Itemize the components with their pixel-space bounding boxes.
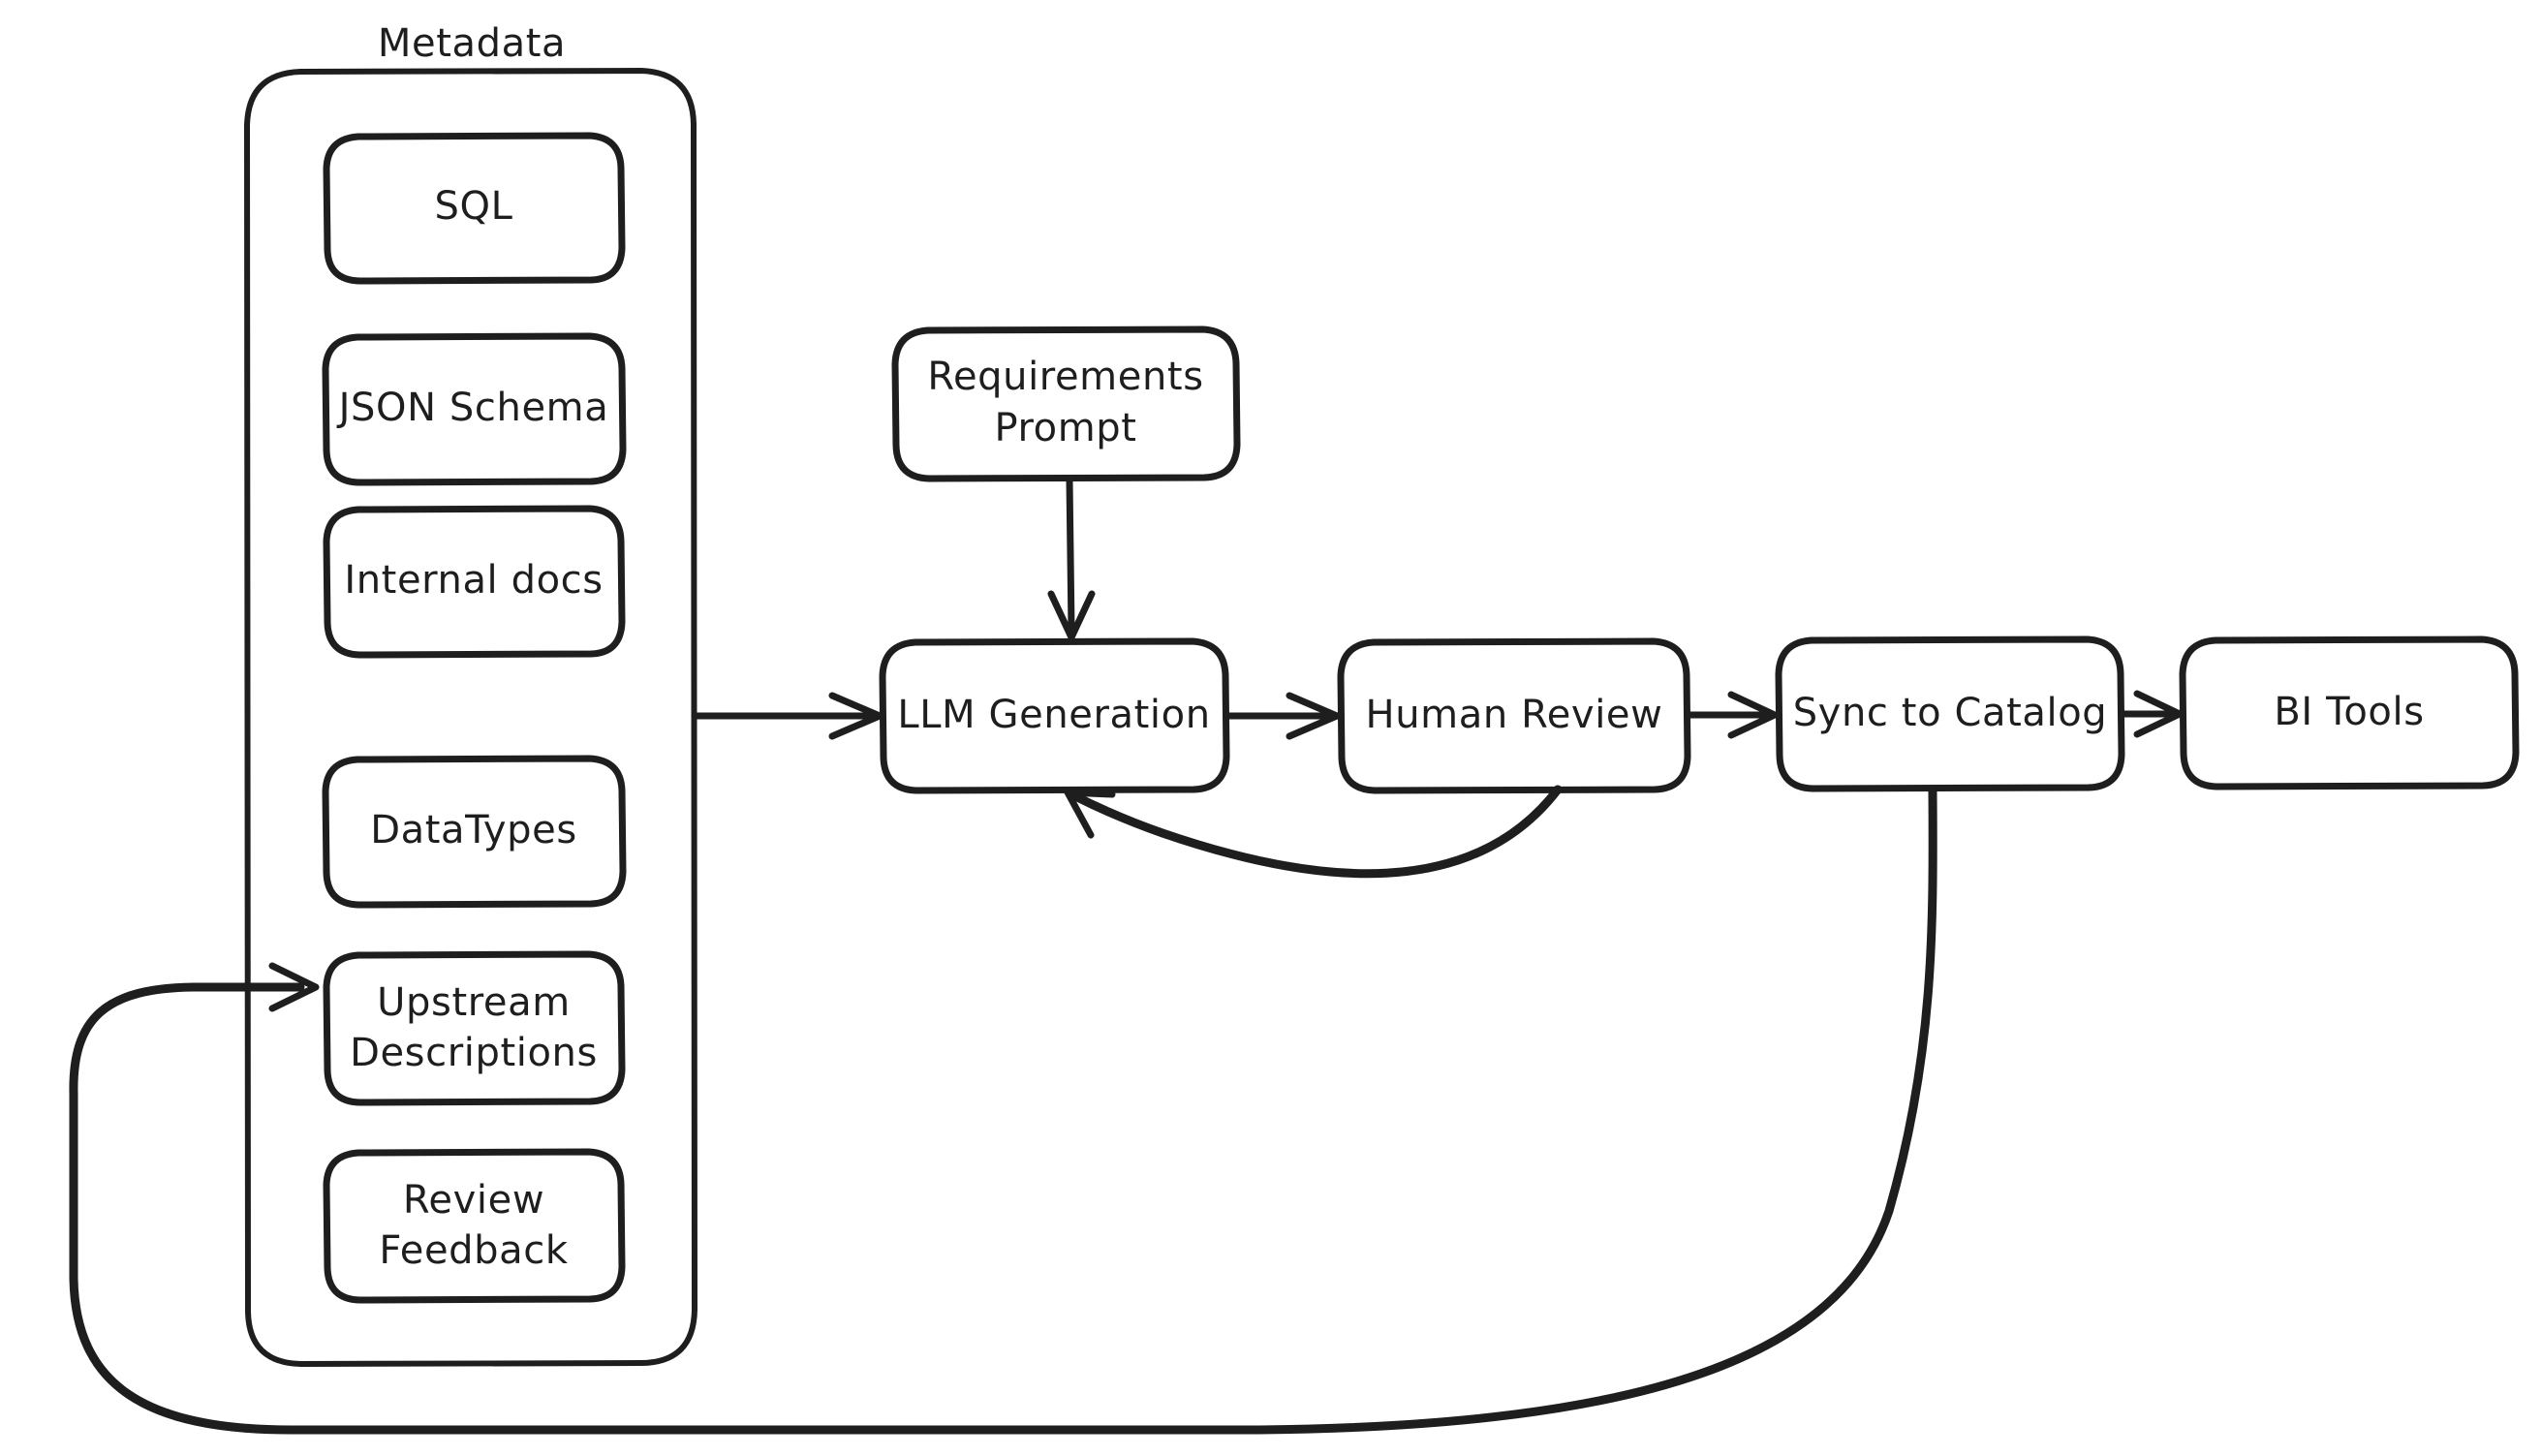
json-schema-label: JSON Schema (336, 386, 609, 430)
edge-llm-to-review-arrowhead (1286, 692, 1341, 740)
datatypes-box-outline (322, 755, 627, 909)
node-bi-tools[interactable]: BI Tools (2179, 635, 2520, 790)
human-review-box-outline (1337, 637, 1691, 794)
metadata-item-upstream-descriptions[interactable]: Upstream Descriptions (323, 950, 626, 1106)
node-llm-generation[interactable]: LLM Generation (879, 637, 1230, 794)
bi-tools-box-outline (2179, 635, 2520, 790)
edge-sync-to-bi-arrowhead (2133, 690, 2184, 738)
edge-sync-to-upstream-arrowhead (268, 962, 320, 1012)
edge-prompt-to-llm (1047, 477, 1096, 641)
sync-to-catalog-label: Sync to Catalog (1793, 691, 2108, 735)
metadata-item-sql[interactable]: SQL (323, 132, 626, 285)
sync-to-catalog-box-outline (1775, 635, 2125, 792)
review-feedback-label-line1: Review (403, 1178, 544, 1223)
node-requirements-prompt[interactable]: Requirements Prompt (891, 325, 1241, 482)
requirements-prompt-box-outline (891, 325, 1241, 482)
sql-box-outline (323, 132, 626, 285)
metadata-item-json-schema[interactable]: JSON Schema (322, 332, 627, 486)
edge-review-to-sync (1686, 691, 1779, 739)
edge-prompt-to-llm-arrowhead (1047, 590, 1096, 641)
edge-metadata-to-llm (692, 692, 883, 740)
llm-generation-label: LLM Generation (897, 693, 1210, 737)
bi-tools-label: BI Tools (2274, 690, 2424, 734)
edge-sync-to-upstream-curve (69, 786, 1937, 1435)
json-schema-box-outline (322, 332, 627, 486)
node-human-review[interactable]: Human Review (1337, 637, 1691, 794)
edge-metadata-to-llm-arrowhead (828, 692, 883, 740)
upstream-descriptions-label-line1: Upstream (377, 980, 571, 1025)
requirements-prompt-label-line1: Requirements (927, 355, 1203, 399)
edge-llm-to-review (1224, 692, 1341, 740)
edge-review-to-sync-arrowhead (1727, 691, 1779, 739)
edge-review-to-llm-arrowhead (1064, 789, 1116, 839)
datatypes-label: DataTypes (370, 808, 577, 852)
sql-label: SQL (435, 184, 513, 229)
human-review-label: Human Review (1366, 693, 1663, 737)
edge-sync-to-bi (2120, 690, 2184, 738)
edge-review-to-llm (1064, 785, 1563, 879)
edge-prompt-to-llm-line (1066, 477, 1075, 634)
edge-sync-to-upstream (69, 786, 1937, 1435)
metadata-group-label: Metadata (378, 21, 566, 66)
llm-generation-box-outline (879, 637, 1230, 794)
metadata-item-internal-docs[interactable]: Internal docs (323, 505, 626, 659)
review-feedback-box-outline (323, 1148, 626, 1304)
metadata-item-review-feedback[interactable]: Review Feedback (323, 1148, 626, 1304)
upstream-descriptions-box-outline (323, 950, 626, 1106)
internal-docs-box-outline (323, 505, 626, 659)
node-sync-to-catalog[interactable]: Sync to Catalog (1775, 635, 2125, 792)
metadata-item-datatypes[interactable]: DataTypes (322, 755, 627, 909)
upstream-descriptions-label-line2: Descriptions (350, 1031, 598, 1075)
edge-review-to-llm-curve (1070, 785, 1563, 879)
review-feedback-label-line2: Feedback (379, 1228, 569, 1273)
internal-docs-label: Internal docs (344, 558, 603, 603)
requirements-prompt-label-line2: Prompt (994, 406, 1136, 450)
